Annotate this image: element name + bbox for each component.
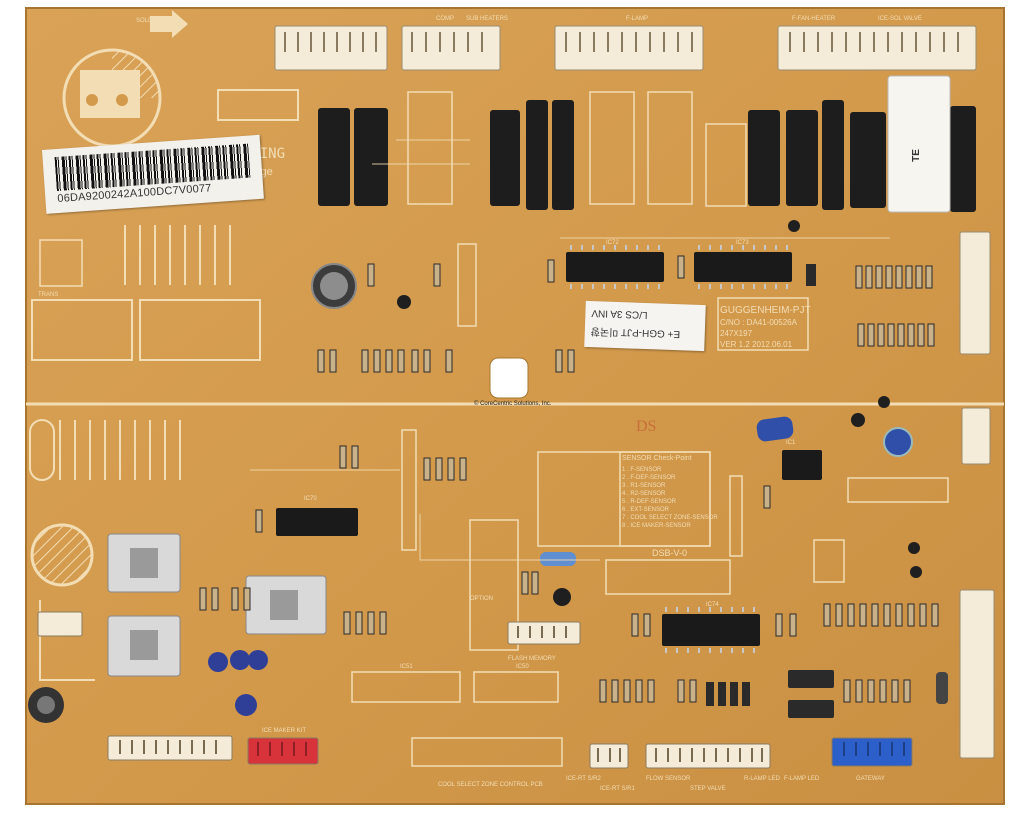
sensor-list: 1 . F-SENSOR 2 . F-DEF-SENSOR 3 . R1-SEN… bbox=[622, 466, 718, 530]
ic74-label: IC74 bbox=[706, 602, 719, 608]
label-comp: COMP bbox=[436, 16, 454, 22]
label-fan-heater: F-FAN-HEATER bbox=[792, 16, 836, 22]
center-cutout bbox=[489, 357, 529, 399]
ic50-label: IC50 bbox=[516, 664, 529, 670]
ic73-label: IC73 bbox=[736, 240, 749, 246]
dsb-text: DSB-V-0 bbox=[652, 548, 688, 558]
trans-label: TRANS bbox=[38, 292, 59, 298]
label-flow-sensor: FLOW SENSOR bbox=[646, 776, 691, 782]
label-flash-memory: FLASH MEMORY bbox=[508, 656, 556, 662]
sensor-item: 8 . ICE MAKER-SENSOR bbox=[622, 523, 691, 529]
model-name: GUGGENHEIM-PJT bbox=[720, 305, 811, 316]
model-code: 247X197 bbox=[720, 329, 753, 338]
label-gateway: GATEWAY bbox=[856, 776, 885, 782]
label-r-lamp: R-LAMP LED bbox=[744, 776, 780, 782]
ds-mark: DS bbox=[636, 418, 657, 435]
sensor-item: 6 . EXT-SENSOR bbox=[622, 507, 670, 513]
te-relay bbox=[887, 75, 951, 213]
label-ice-rt-r1: ICE-RT S/R1 bbox=[600, 786, 635, 792]
card-line-2: E+ GGH-PJT 미국향 bbox=[590, 325, 681, 340]
label-ice-maker-kit: ICE MAKER KIT bbox=[262, 728, 307, 734]
model-version: VER 1.2 2012.06.01 bbox=[720, 340, 793, 349]
sensor-item: 2 . F-DEF-SENSOR bbox=[622, 475, 676, 481]
label-f-lamp-led: F-LAMP LED bbox=[784, 776, 820, 782]
te-relay-label: TE bbox=[910, 149, 922, 162]
sensor-item: 3 . R1-SENSOR bbox=[622, 483, 666, 489]
label-ice-sol: ICE-SOL VALVE bbox=[878, 16, 922, 22]
ic72-label: IC72 bbox=[606, 240, 619, 246]
sensor-item: 1 . F-SENSOR bbox=[622, 467, 662, 473]
sensor-item: 7 . COOL SELECT ZONE-SENSOR bbox=[622, 515, 718, 521]
card-line-1: L/CS 3A INV bbox=[591, 307, 648, 321]
copyright-text: © CoreCentric Solutions, Inc. bbox=[474, 401, 552, 407]
ic1-label: IC1 bbox=[786, 440, 796, 446]
ic70-label: IC70 bbox=[304, 496, 317, 502]
sensor-title: SENSOR Check-Point bbox=[622, 455, 692, 462]
sensor-item: 4 . R2-SENSOR bbox=[622, 491, 666, 497]
label-sub-heaters: SUB HEATERS bbox=[466, 16, 508, 22]
label-step-valve: STEP VALVE bbox=[690, 786, 726, 792]
handwritten-card: L/CS 3A INV E+ GGH-PJT 미국향 bbox=[584, 300, 706, 352]
label-cool-select: COOL SELECT ZONE CONTROL PCB bbox=[438, 782, 543, 788]
label-option: OPTION bbox=[470, 596, 494, 602]
ic51-label: IC51 bbox=[400, 664, 413, 670]
sensor-item: 5 . R-DEF-SENSOR bbox=[622, 499, 677, 505]
soldering-label: SOLDERING bbox=[136, 18, 172, 24]
model-part: C/NO : DA41-00526A bbox=[720, 318, 797, 327]
label-f-lamp: F-LAMP bbox=[626, 16, 649, 22]
barcode bbox=[54, 143, 251, 192]
label-ice-rt-r2: ICE-RT S/R2 bbox=[566, 776, 601, 782]
